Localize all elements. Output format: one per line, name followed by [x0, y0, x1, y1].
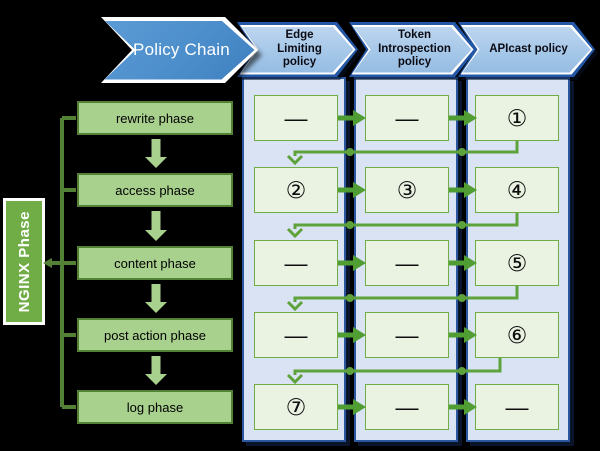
junction-dot	[346, 221, 354, 229]
matrix-cell: ⑦	[254, 384, 338, 430]
matrix-cell: ①	[475, 95, 559, 141]
matrix-cell: —	[254, 240, 338, 286]
matrix-cell: ④	[475, 167, 559, 213]
phase-label: content phase	[114, 255, 196, 271]
phase-box-content: content phase	[77, 246, 233, 280]
nginx-phase-box: NGINX Phase	[3, 198, 45, 325]
chevron-fill	[242, 27, 354, 73]
phase-box-log: log phase	[77, 390, 233, 424]
matrix-cell: —	[254, 312, 338, 358]
junction-dot	[458, 148, 466, 156]
matrix-cell: —	[365, 312, 449, 358]
phase-label: rewrite phase	[115, 110, 195, 126]
policy-chain-label: Policy Chain	[133, 40, 230, 59]
matrix-cell: ③	[365, 167, 449, 213]
down-arrow-icon	[145, 139, 167, 168]
junction-dot	[458, 294, 466, 302]
phase-box-post-action: post action phase	[77, 318, 233, 352]
matrix-cell: —	[365, 95, 449, 141]
down-arrow-icon	[145, 211, 167, 241]
column-header-token-introspection: Token Introspection policy	[349, 22, 476, 77]
nginx-bracket-connector	[47, 116, 76, 409]
column-header-label: Edge Limiting policy	[277, 29, 322, 69]
nginx-phase-label: NGINX Phase	[15, 210, 33, 313]
policy-chain-arrow: Policy Chain	[101, 17, 258, 83]
phase-label: access phase	[115, 182, 195, 198]
matrix-cell: ⑤	[475, 240, 559, 286]
matrix-cell: ②	[254, 167, 338, 213]
junction-dot	[458, 367, 466, 375]
junction-dot	[346, 148, 354, 156]
down-arrow-icon	[145, 284, 167, 313]
matrix-cell: ⑥	[475, 312, 559, 358]
matrix-cell: —	[475, 384, 559, 430]
column-header-apicast: APIcast policy	[458, 22, 595, 77]
junction-dot	[346, 367, 354, 375]
down-arrow-icon	[145, 356, 167, 385]
column-header-label: Token Introspection policy	[378, 29, 451, 69]
phase-label: log phase	[126, 399, 184, 415]
junction-dot	[346, 294, 354, 302]
column-header-label: APIcast policy	[489, 42, 568, 55]
phase-box-access: access phase	[77, 173, 233, 207]
junction-dot	[458, 221, 466, 229]
phase-label: post action phase	[104, 327, 206, 343]
matrix-cell: —	[365, 240, 449, 286]
matrix-cell: —	[254, 95, 338, 141]
chevron-fill	[463, 27, 591, 73]
matrix-cell: —	[365, 384, 449, 430]
phase-box-rewrite: rewrite phase	[77, 101, 233, 135]
chevron-fill	[354, 27, 472, 73]
